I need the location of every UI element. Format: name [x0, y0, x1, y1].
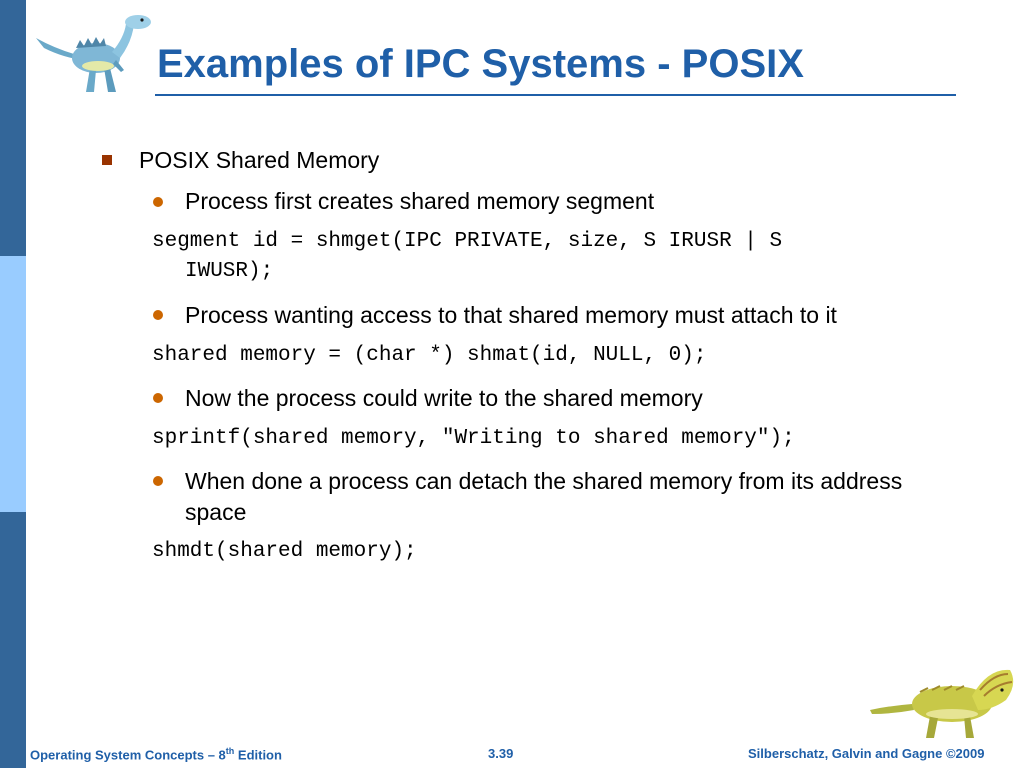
sidebar-segment-top — [0, 0, 26, 256]
code-line: shared memory = (char *) shmat(id, NULL,… — [152, 344, 707, 367]
footer-page-number: 3.39 — [488, 746, 514, 761]
footer-edition-superscript: th — [225, 746, 235, 756]
sidebar-segment-bottom — [0, 512, 26, 768]
level2-item: Process wanting access to that shared me… — [185, 302, 837, 328]
dinosaur-logo-icon — [36, 15, 151, 92]
dinosaur-logo-icon — [870, 669, 1014, 738]
footer-book-title: Operating System Concepts – 8th Edition — [30, 746, 282, 762]
round-bullet-icon — [153, 393, 163, 403]
level2-item: Process first creates shared memory segm… — [185, 188, 655, 214]
footer-book-title-text: Operating System Concepts – 8 — [30, 747, 226, 763]
code-line: sprintf(shared memory, "Writing to share… — [152, 427, 795, 450]
sidebar-segment-middle — [0, 256, 26, 512]
level1-item: POSIX Shared Memory — [139, 147, 380, 173]
footer-edition-suffix: Edition — [234, 747, 282, 763]
level2-item-continuation: space — [185, 499, 247, 525]
sidebar-decoration — [0, 0, 26, 768]
slide-title: Examples of IPC Systems - POSIX — [157, 42, 804, 86]
code-line: IWUSR); — [185, 260, 274, 283]
square-bullet-icon — [102, 155, 112, 165]
round-bullet-icon — [153, 310, 163, 320]
footer-copyright: Silberschatz, Galvin and Gagne ©2009 — [748, 746, 985, 761]
code-line: shmdt(shared memory); — [152, 540, 417, 563]
level2-item: Now the process could write to the share… — [185, 385, 703, 411]
round-bullet-icon — [153, 197, 163, 207]
round-bullet-icon — [153, 476, 163, 486]
level2-item: When done a process can detach the share… — [185, 468, 903, 494]
title-divider — [155, 94, 956, 96]
code-line: segment id = shmget(IPC PRIVATE, size, S… — [152, 230, 783, 253]
